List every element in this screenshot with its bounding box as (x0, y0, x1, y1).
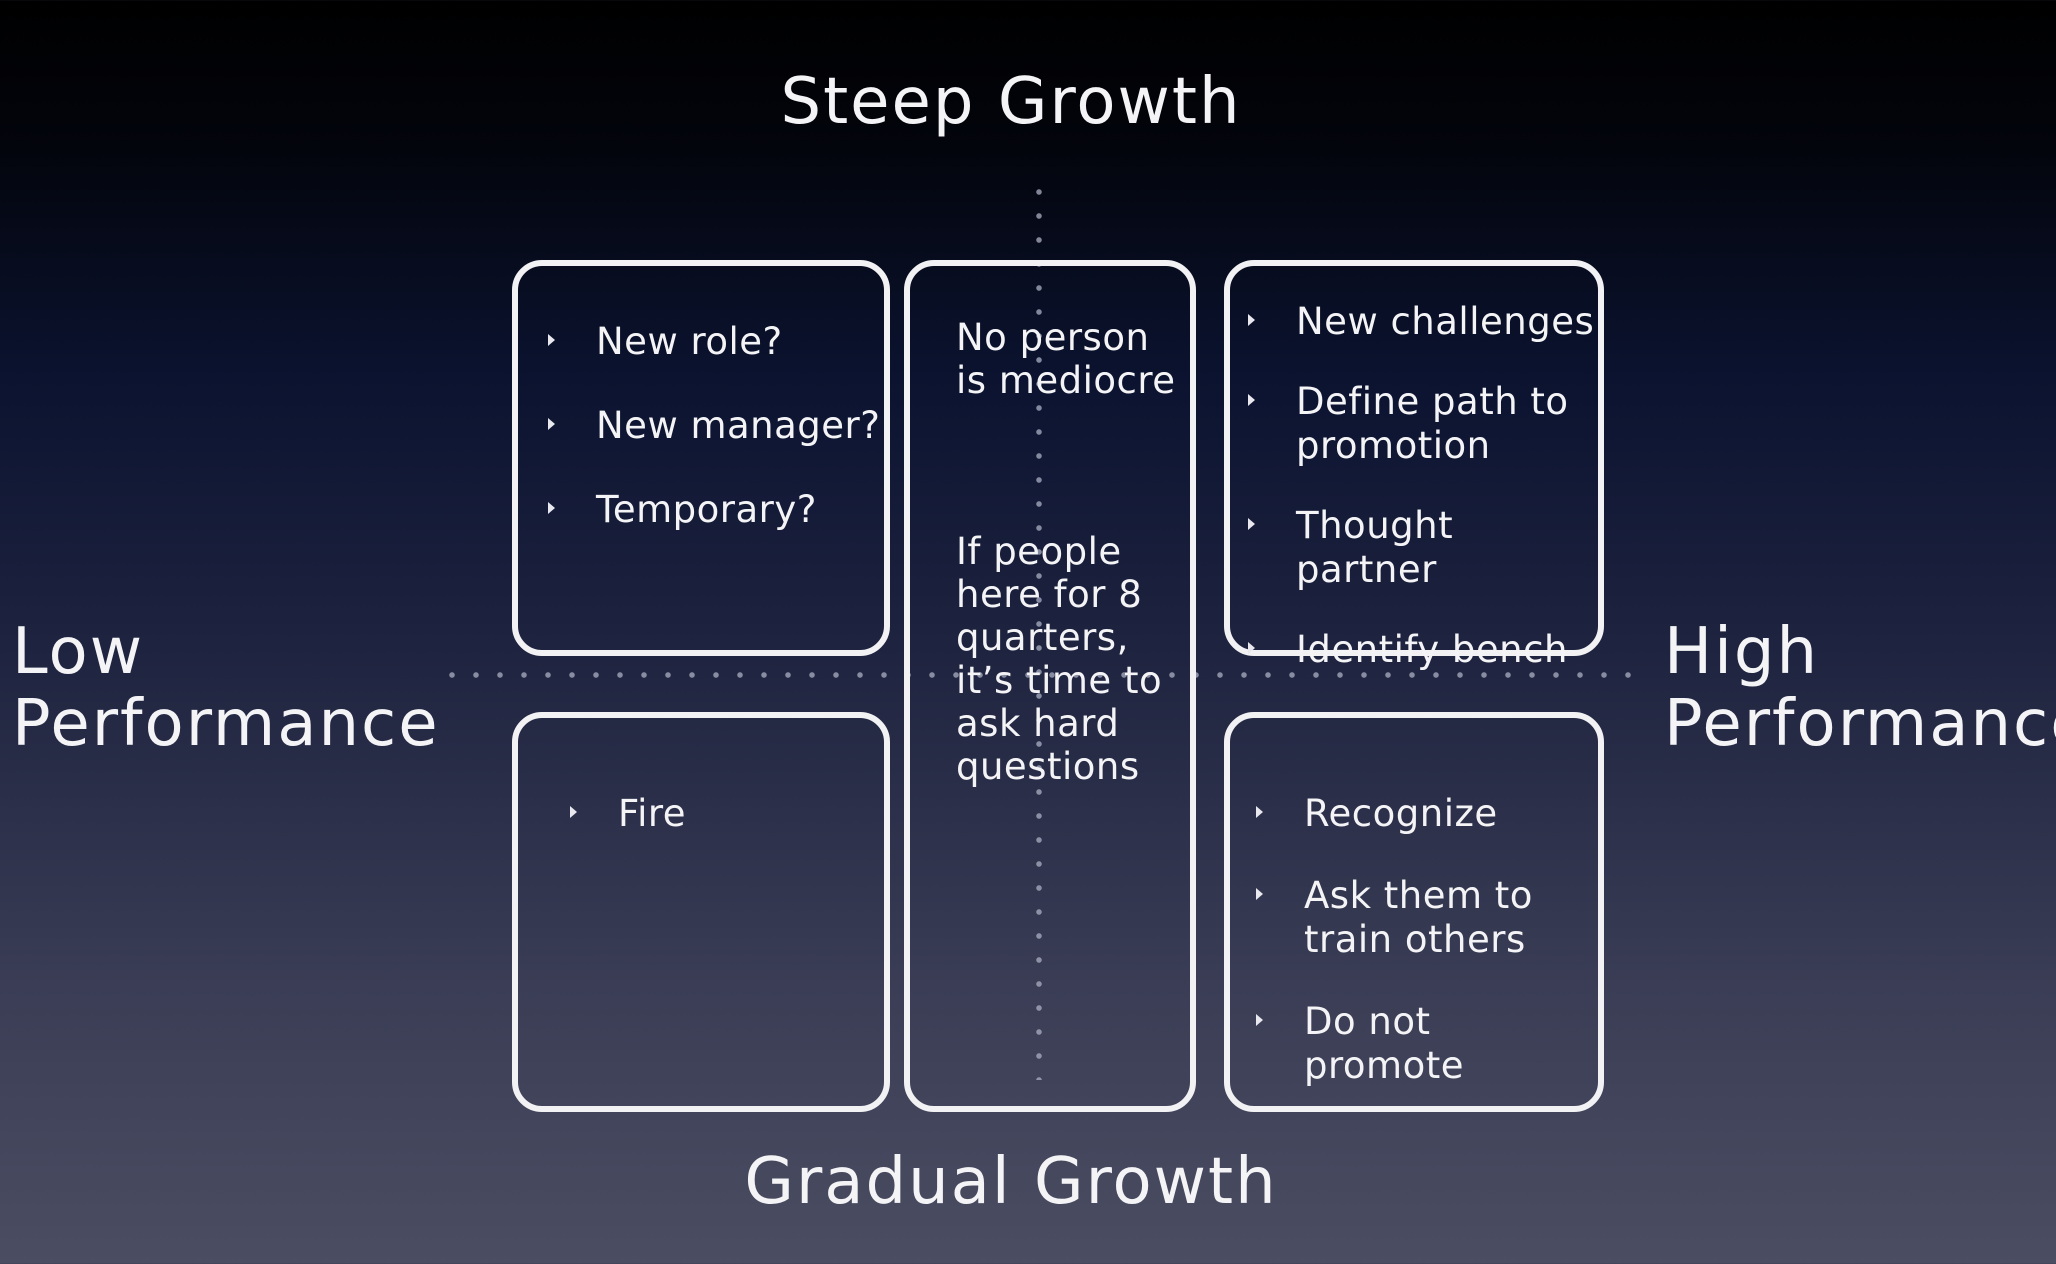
list-item: New manager? (548, 404, 880, 448)
list-item: Thought partner (1248, 504, 1598, 592)
quadrant-top-left-list: New role? New manager? Temporary? (548, 320, 880, 572)
list-item-text: New role? (596, 320, 783, 363)
middle-statement-line: No person (956, 316, 1150, 359)
middle-guidance-line: here for 8 (956, 573, 1143, 616)
bullet-icon (1256, 888, 1263, 900)
list-item-text: Thought partner (1296, 504, 1454, 591)
list-item-text: New manager? (596, 404, 881, 447)
quadrant-top-left: New role? New manager? Temporary? (512, 260, 890, 656)
bullet-icon (548, 418, 555, 430)
list-item-text: Do not promote (1304, 1000, 1464, 1087)
list-item-text: train others (1304, 918, 1526, 961)
bullet-icon (1256, 1014, 1263, 1026)
list-item: New challenges (1248, 300, 1598, 344)
middle-guidance-line: If people (956, 530, 1122, 573)
list-item: Recognize (1256, 792, 1598, 836)
list-item: Fire (570, 792, 686, 836)
middle-guidance-line: it’s time to (956, 659, 1163, 702)
high-performance-label-line: High (1664, 615, 1820, 689)
high-performance-label: High Performance (1664, 616, 2056, 760)
gradual-growth-label: Gradual Growth (744, 1145, 1278, 1219)
middle-statement-line: is mediocre (956, 359, 1176, 402)
quadrant-bottom-left-list: Fire (570, 792, 686, 876)
low-performance-label-line: Performance (12, 687, 440, 761)
low-performance-label-line: Low (12, 615, 145, 689)
middle-statement: No person is mediocre (956, 316, 1196, 402)
middle-guidance-line: quarters, (956, 616, 1129, 659)
list-item: Do not promote (1256, 1000, 1598, 1088)
list-item-text: Identify bench (1296, 628, 1568, 671)
list-item-text: Define path to (1296, 380, 1569, 423)
bullet-icon (548, 334, 555, 346)
list-item: New role? (548, 320, 880, 364)
list-item-text: promotion (1296, 424, 1491, 467)
middle-guidance: If people here for 8 quarters, it’s time… (956, 530, 1196, 788)
list-item-text: Ask them to (1304, 874, 1533, 917)
middle-guidance-line: questions (956, 745, 1140, 788)
middle-guidance-line: ask hard (956, 702, 1120, 745)
bullet-icon (1248, 518, 1255, 530)
steep-growth-label: Steep Growth (780, 65, 1242, 139)
bullet-icon (1248, 394, 1255, 406)
low-performance-label: Low Performance (12, 616, 440, 760)
list-item-text: New challenges (1296, 300, 1595, 343)
quadrant-bottom-left: Fire (512, 712, 890, 1112)
list-item: Temporary? (548, 488, 880, 532)
bullet-icon (570, 806, 577, 818)
list-item: Identify bench (1248, 628, 1598, 672)
middle-column: No person is mediocre If people here for… (904, 260, 1196, 1112)
bullet-icon (1248, 642, 1255, 654)
list-item-text: Temporary? (596, 488, 817, 531)
vertical-dotted-axis (1036, 180, 1042, 1080)
bullet-icon (548, 502, 555, 514)
list-item-text: Recognize (1304, 792, 1498, 835)
list-item-text: Fire (618, 792, 687, 835)
bullet-icon (1256, 806, 1263, 818)
bullet-icon (1248, 314, 1255, 326)
high-performance-label-line: Performance (1664, 687, 2056, 761)
